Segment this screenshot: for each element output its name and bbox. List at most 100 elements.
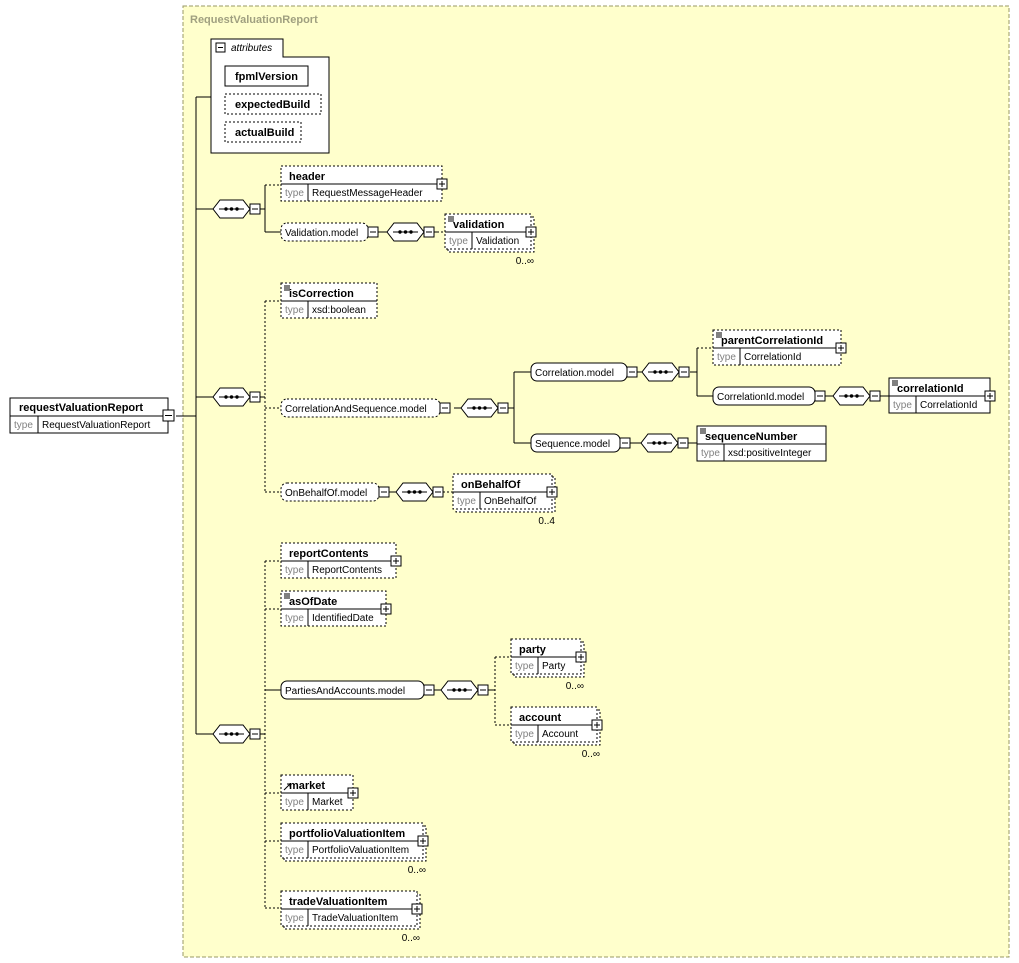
collapse-icon[interactable] [626, 366, 638, 378]
group-onBehalfOfModel[interactable]: OnBehalfOf.model [280, 482, 390, 502]
collapse-icon[interactable] [367, 226, 379, 238]
type-label: type [449, 236, 468, 247]
expand-icon[interactable] [436, 178, 448, 190]
sequence-compositor[interactable] [440, 680, 489, 700]
expand-icon[interactable] [411, 903, 423, 915]
element-name: correlationId [897, 383, 964, 395]
cardinality-label: 0..4 [538, 516, 555, 527]
collapse-icon[interactable] [249, 391, 261, 403]
element-name: header [289, 171, 326, 183]
type-label: type [717, 352, 736, 363]
sequence-compositor[interactable] [212, 387, 261, 407]
documentation-icon [284, 593, 290, 599]
expand-icon[interactable] [417, 835, 429, 847]
expand-icon[interactable] [575, 651, 587, 663]
collapse-icon[interactable] [423, 226, 435, 238]
sequence-compositor[interactable] [386, 222, 435, 242]
sequence-compositors [212, 199, 881, 744]
element-account[interactable]: account type Account [510, 706, 603, 746]
sequence-compositor[interactable] [832, 386, 881, 406]
expand-icon[interactable] [835, 342, 847, 354]
type-label: type [893, 400, 912, 411]
group-correlationAndSequenceModel[interactable]: CorrelationAndSequence.model [280, 398, 451, 418]
group-validationModel[interactable]: Validation.model [280, 222, 379, 242]
element-name: account [519, 712, 562, 724]
group-correlationModel[interactable]: Correlation.model [530, 362, 638, 382]
collapse-icon[interactable] [162, 409, 175, 422]
collapse-icon[interactable] [677, 437, 689, 449]
collapse-icon[interactable] [497, 402, 509, 414]
type-label: type [515, 661, 534, 672]
element-name: asOfDate [289, 596, 337, 608]
type-label: type [515, 729, 534, 740]
collapse-icon[interactable] [249, 203, 261, 215]
attribute-actualBuild: actualBuild [235, 127, 294, 139]
collapse-icon[interactable] [432, 486, 444, 498]
attribute-fpmlVersion: fpmlVersion [235, 71, 298, 83]
collapse-icon[interactable] [439, 402, 451, 414]
type-label: type [285, 613, 304, 624]
collapse-icon[interactable] [869, 390, 881, 402]
element-name: market [289, 780, 325, 792]
sequence-compositor[interactable] [212, 724, 261, 744]
expand-icon[interactable] [380, 603, 392, 615]
collapse-icon[interactable] [814, 390, 826, 402]
element-name: tradeValuationItem [289, 896, 388, 908]
group-partiesAndAccountsModel[interactable]: PartiesAndAccounts.model [280, 680, 435, 700]
group-name: CorrelationId.model [717, 392, 804, 403]
element-type: RequestMessageHeader [312, 188, 423, 199]
group-correlationIdModel[interactable]: CorrelationId.model [712, 386, 826, 406]
sequence-compositor[interactable] [460, 398, 509, 418]
element-type: IdentifiedDate [312, 613, 374, 624]
collapse-icon[interactable] [477, 684, 489, 696]
element-name: portfolioValuationItem [289, 828, 405, 840]
expand-icon[interactable] [347, 787, 359, 799]
sequence-compositor[interactable] [640, 433, 689, 453]
collapse-icon[interactable] [249, 728, 261, 740]
root-name: requestValuationReport [19, 402, 143, 414]
collapse-icon[interactable] [619, 437, 631, 449]
attribute-expectedBuild: expectedBuild [235, 99, 310, 111]
group-sequenceModel[interactable]: Sequence.model [530, 433, 631, 453]
element-type: OnBehalfOf [484, 496, 536, 507]
element-type: xsd:boolean [312, 305, 366, 316]
type-label: type [285, 797, 304, 808]
type-label: type [701, 448, 720, 459]
attributes-panel: attributes fpmlVersion expectedBuild act… [210, 38, 330, 154]
collapse-icon[interactable] [423, 684, 435, 696]
documentation-icon [716, 332, 722, 338]
cardinality-label: 0..∞ [408, 865, 426, 876]
element-name: onBehalfOf [461, 479, 521, 491]
expand-icon[interactable] [984, 390, 996, 402]
expand-icon[interactable] [525, 226, 537, 238]
expand-icon[interactable] [390, 555, 402, 567]
element-type: xsd:positiveInteger [728, 448, 812, 459]
collapse-icon[interactable] [678, 366, 690, 378]
expand-icon[interactable] [546, 486, 558, 498]
element-name: validation [453, 219, 505, 231]
groups-layer: Validation.modelCorrelationAndSequence.m… [280, 222, 826, 700]
sequence-compositor[interactable] [395, 482, 444, 502]
element-type: Account [542, 729, 578, 740]
sequence-compositor[interactable] [212, 199, 261, 219]
expand-icon[interactable] [591, 719, 603, 731]
element-asOfDate[interactable]: asOfDate type IdentifiedDate [280, 590, 392, 627]
sequence-compositor[interactable] [641, 362, 690, 382]
collapse-icon[interactable] [378, 486, 390, 498]
element-type: PortfolioValuationItem [312, 845, 409, 856]
root-element[interactable]: requestValuationReport type RequestValua… [9, 397, 175, 434]
